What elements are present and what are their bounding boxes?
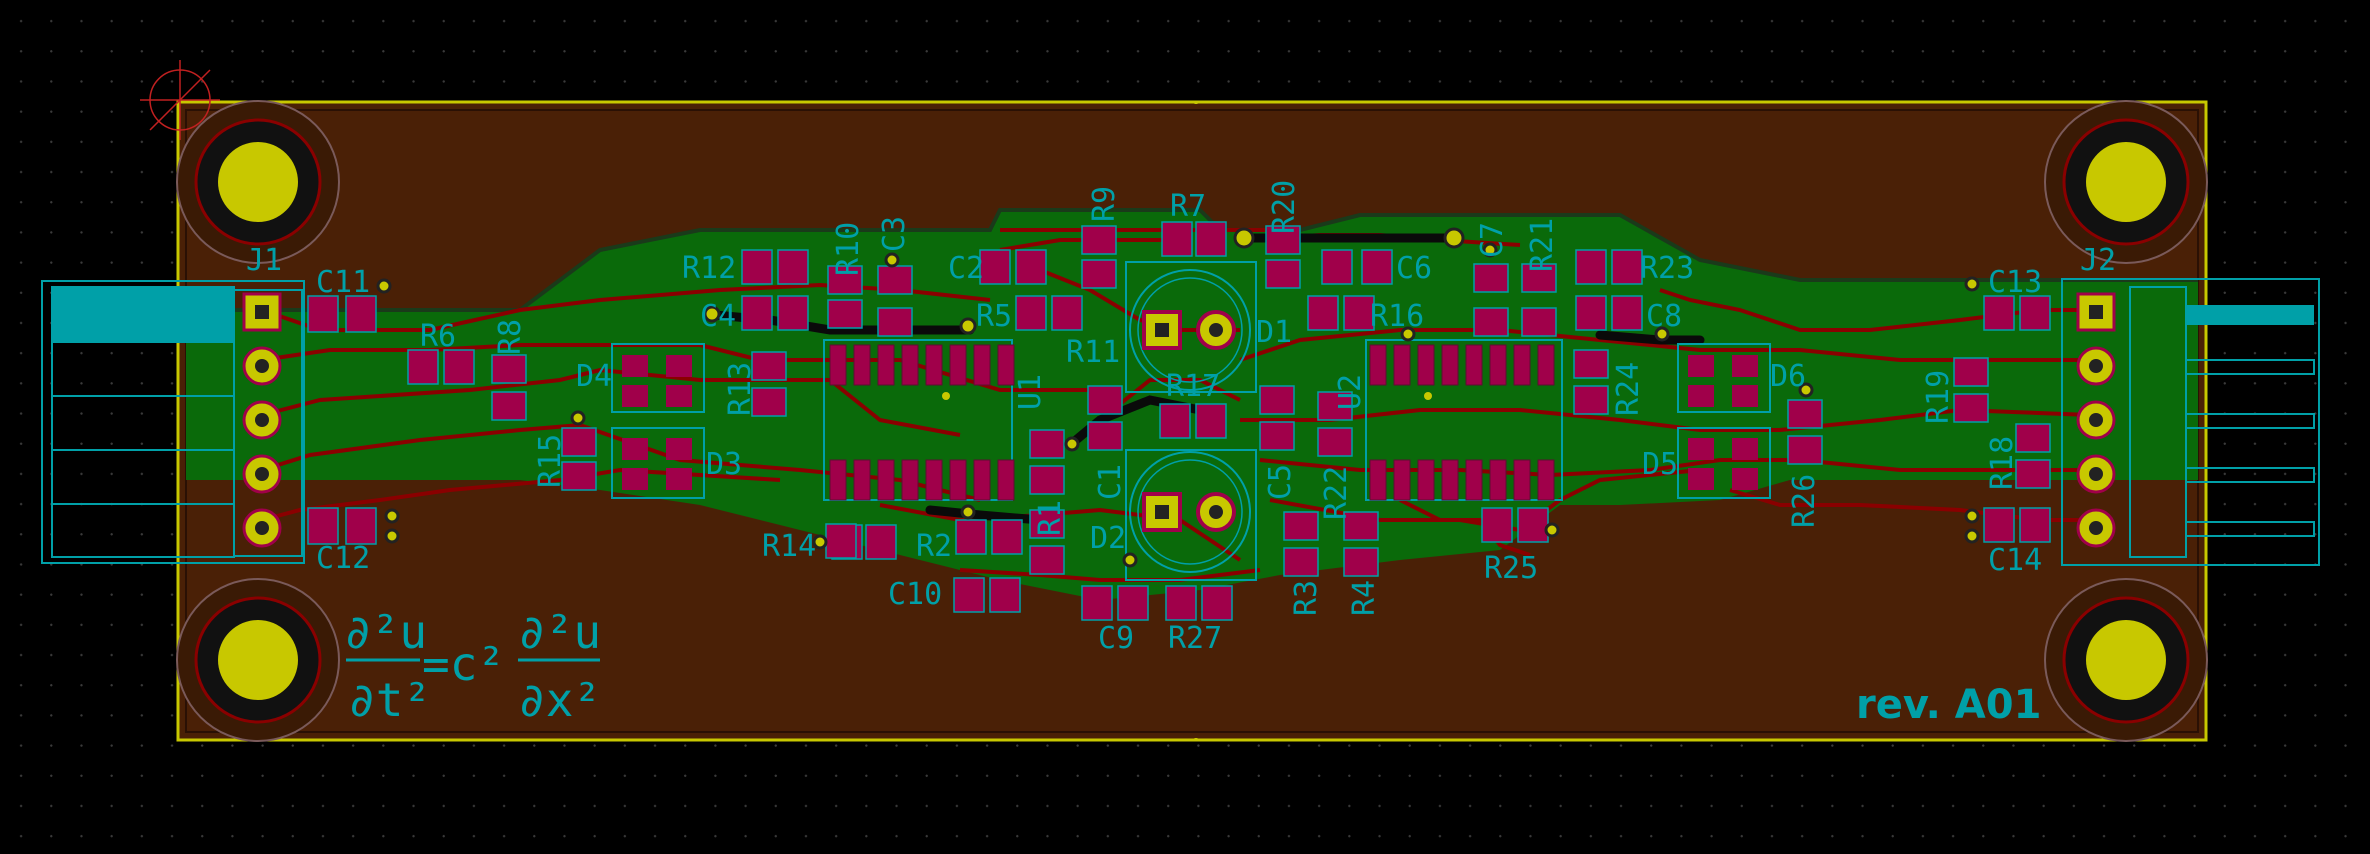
ref-r4: R4 — [1347, 580, 1382, 616]
ref-c2: C2 — [948, 251, 984, 286]
ref-r22: R22 — [1319, 466, 1354, 520]
ref-c1: C1 — [1093, 464, 1128, 500]
ref-c14: C14 — [1988, 543, 2042, 578]
formula-rhs-den: ∂x² — [518, 673, 601, 727]
led-d2[interactable] — [1125, 449, 1257, 581]
led-d1[interactable] — [1125, 261, 1257, 393]
ref-r17: R17 — [1166, 369, 1220, 404]
ref-r19: R19 — [1921, 370, 1956, 424]
ref-r11: R11 — [1066, 335, 1120, 370]
ref-c3: C3 — [877, 216, 912, 252]
ref-d5: D5 — [1642, 447, 1678, 482]
formula-lhs-den: ∂t² — [348, 673, 431, 727]
ref-r15: R15 — [533, 434, 568, 488]
connector-j2[interactable] — [2061, 278, 2320, 566]
ref-u2: U2 — [1333, 374, 1368, 410]
ref-d3: D3 — [706, 447, 742, 482]
ref-r10: R10 — [831, 222, 866, 276]
passive-pads — [307, 221, 2051, 621]
ref-r23: R23 — [1640, 251, 1694, 286]
ref-r12: R12 — [682, 251, 736, 286]
mounting-hole — [176, 100, 340, 264]
mounting-hole — [176, 578, 340, 742]
ref-c8: C8 — [1646, 299, 1682, 334]
ref-c6: C6 — [1396, 251, 1432, 286]
ref-r1: R1 — [1033, 500, 1068, 536]
ref-j2: J2 — [2080, 243, 2116, 278]
ref-r20: R20 — [1267, 180, 1302, 234]
copper-pour-clearance — [186, 208, 2198, 312]
ref-r3: R3 — [1289, 580, 1324, 616]
diode-pads — [622, 355, 1758, 490]
ref-r16: R16 — [1370, 299, 1424, 334]
ref-c12: C12 — [316, 541, 370, 576]
diode-arrays — [611, 343, 1771, 499]
ref-r18: R18 — [1985, 436, 2020, 490]
ref-r2: R2 — [916, 529, 952, 564]
ref-r26: R26 — [1787, 474, 1822, 528]
ref-r27: R27 — [1168, 621, 1222, 656]
formula-rhs-num: ∂²u — [518, 605, 601, 659]
origin-marker-icon — [140, 60, 220, 140]
mounting-hole — [2044, 578, 2208, 742]
vias — [376, 227, 1980, 568]
ref-r8: R8 — [493, 319, 528, 355]
revision-label: rev. A01 — [1856, 682, 2041, 728]
ref-c7: C7 — [1475, 222, 1510, 258]
ref-c10: C10 — [888, 577, 942, 612]
ref-r13: R13 — [723, 362, 758, 416]
ref-r21: R21 — [1525, 218, 1560, 272]
ref-d1: D1 — [1256, 315, 1292, 350]
connector-j1[interactable] — [41, 280, 305, 564]
formula-lhs-num: ∂²u — [344, 605, 427, 659]
ref-d2: D2 — [1090, 521, 1126, 556]
ref-r24: R24 — [1611, 362, 1646, 416]
formula-equals: =c² — [422, 637, 505, 691]
ref-u1: U1 — [1013, 374, 1048, 410]
ref-c9: C9 — [1098, 621, 1134, 656]
ref-r9: R9 — [1087, 186, 1122, 222]
ic-u1[interactable] — [823, 339, 1015, 501]
mounting-holes — [176, 100, 2208, 742]
ref-r14: R14 — [762, 529, 816, 564]
ref-d4: D4 — [576, 359, 612, 394]
ref-r5: R5 — [976, 299, 1012, 334]
mounting-hole — [2044, 100, 2208, 264]
ref-j1: J1 — [246, 243, 282, 278]
ref-c5: C5 — [1263, 464, 1298, 500]
ref-c4: C4 — [700, 299, 736, 334]
ref-r7: R7 — [1170, 189, 1206, 224]
ref-c13: C13 — [1988, 265, 2042, 300]
ref-r6: R6 — [420, 319, 456, 354]
ref-r25: R25 — [1484, 551, 1538, 586]
ic-u2[interactable] — [1365, 339, 1563, 501]
wave-equation: ∂²u ∂t² =c² ∂²u ∂x² — [344, 605, 601, 727]
ref-c11: C11 — [316, 265, 370, 300]
ref-d6: D6 — [1770, 359, 1806, 394]
